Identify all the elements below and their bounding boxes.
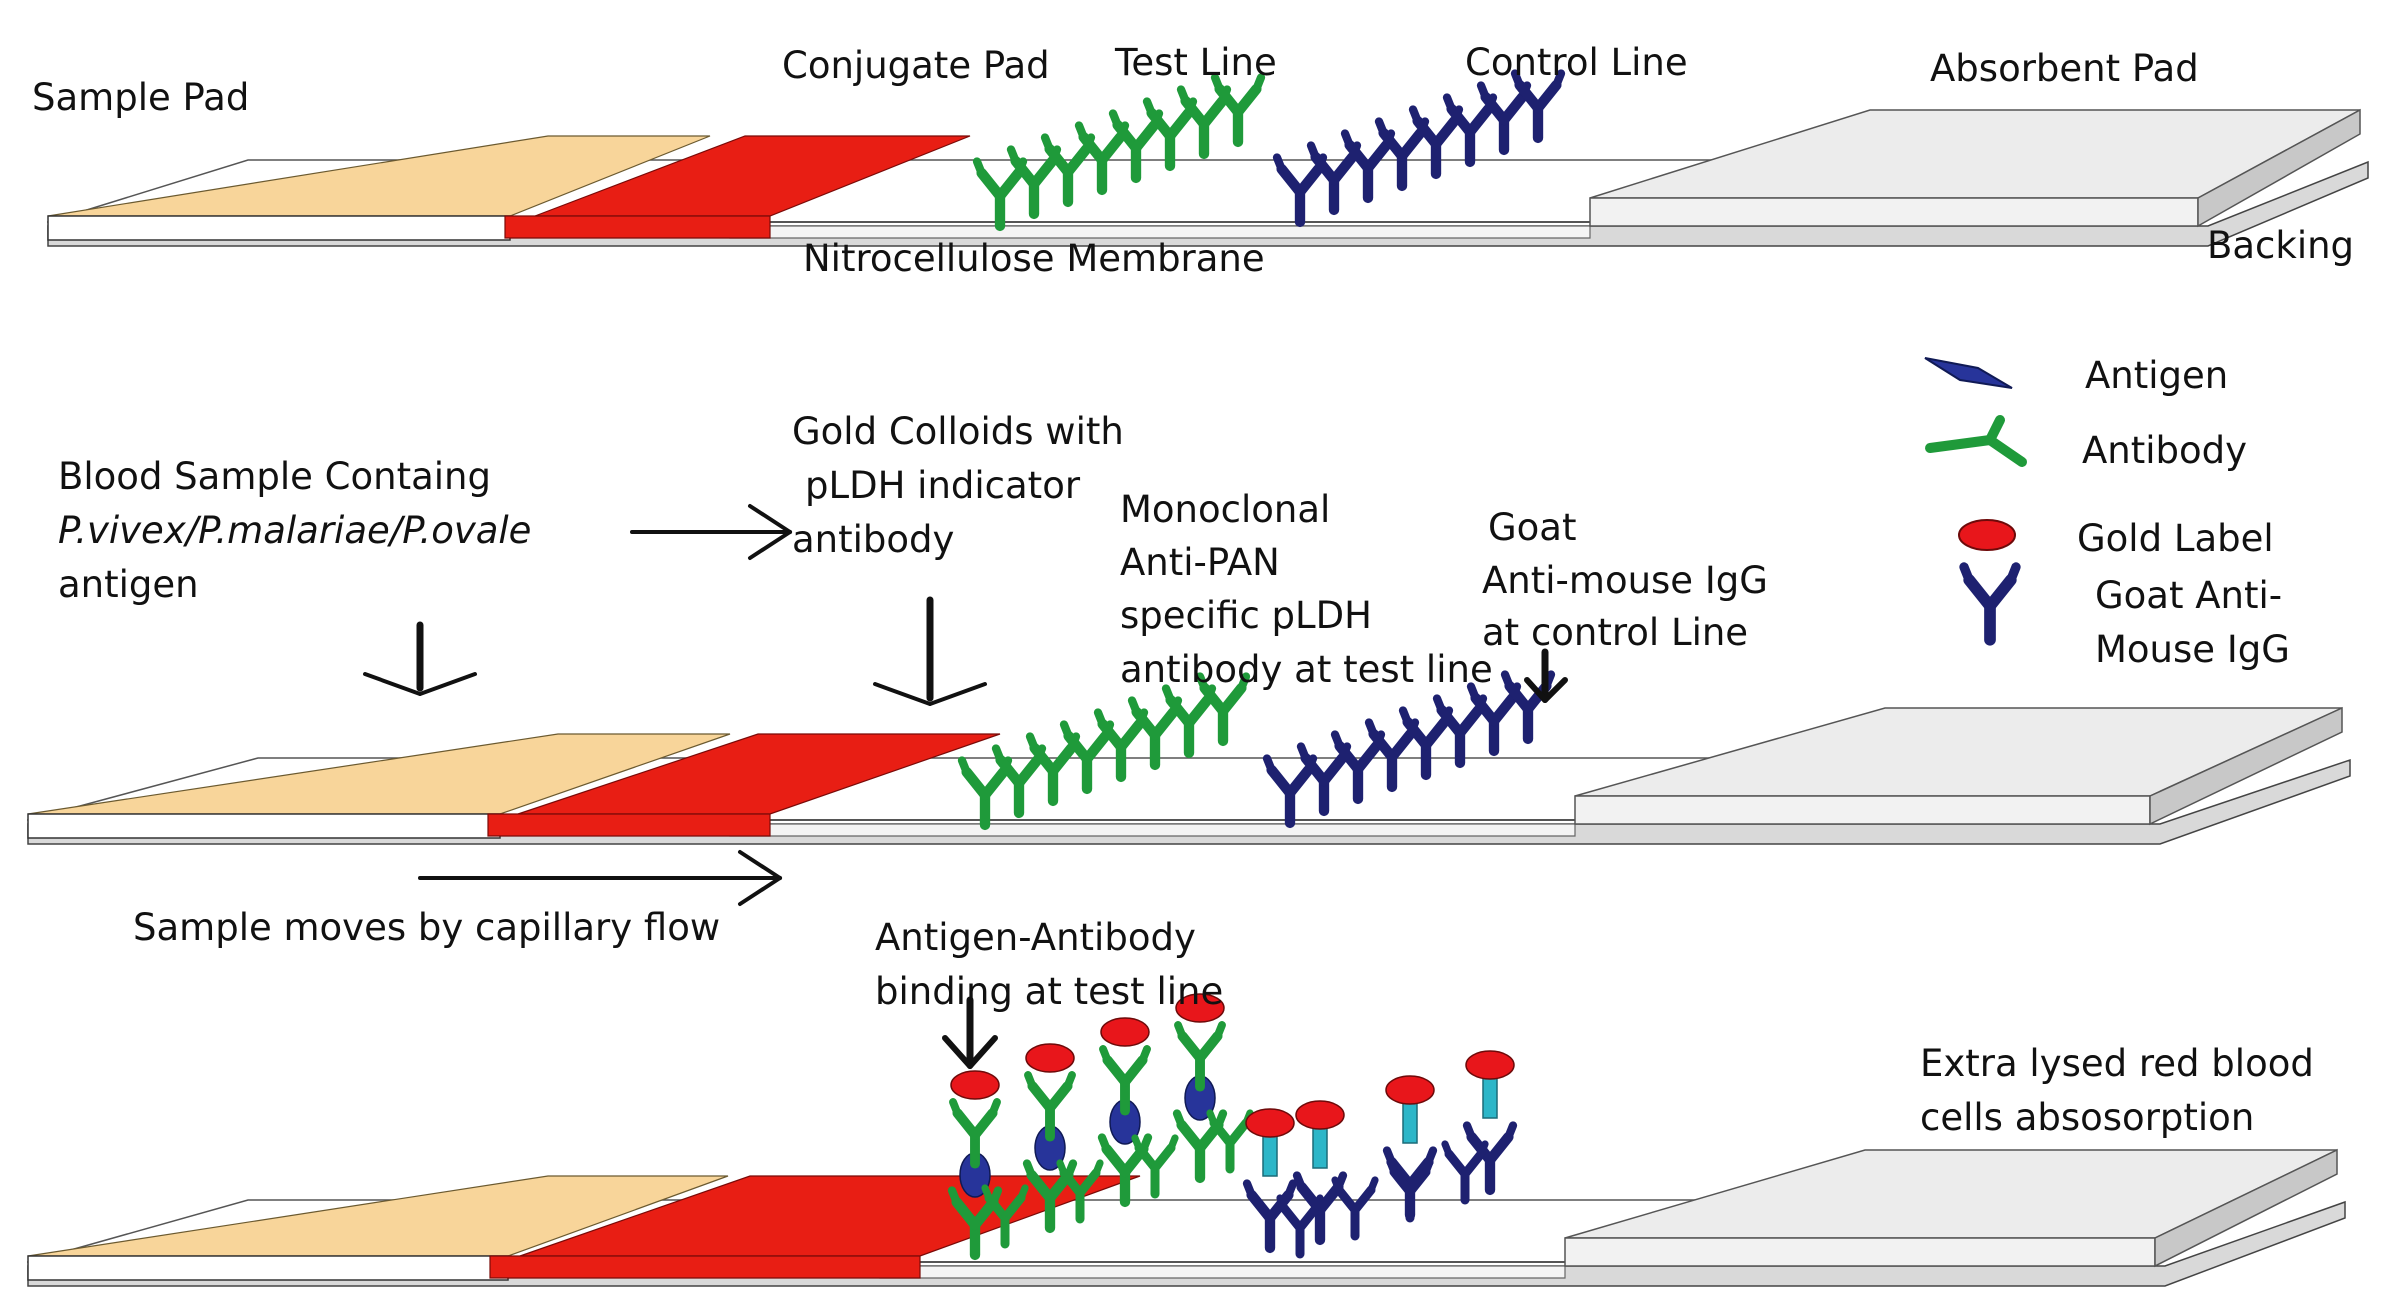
linker-2	[1312, 1127, 1328, 1169]
legend-gold-label: Gold Label	[2077, 517, 2274, 560]
legend-antigen-icon	[1924, 357, 2013, 389]
test-gold-label-4	[1175, 993, 1225, 1023]
control-line-igg-8	[1510, 69, 1566, 144]
control-gold-label-2	[1295, 1100, 1345, 1130]
legend-goat-line2: Mouse IgG	[2095, 628, 2290, 671]
panel3-extra-igg-3	[1386, 1158, 1434, 1223]
gold-antibody-label: antibody	[792, 518, 955, 561]
test-gold-label-2	[1025, 1043, 1075, 1073]
goat-label: Goat	[1488, 506, 1577, 549]
absorbent-pad-label: Absorbent Pad	[1930, 47, 2199, 90]
anti-mouse-igg-label: Anti-mouse IgG	[1482, 559, 1768, 602]
conjugate-down-arrow	[873, 596, 987, 706]
absorption-label: cells absosorption	[1920, 1096, 2255, 1139]
test-line-label: Test Line	[1115, 41, 1277, 84]
panel3-extra-igg-4	[1441, 1140, 1489, 1205]
binding-arrow-right	[967, 1035, 998, 1069]
anti-pan-label: Anti-PAN	[1120, 541, 1280, 584]
strip-3	[27, 1148, 2346, 1287]
gold-colloid-arrow	[630, 504, 792, 560]
linker-1	[1262, 1135, 1278, 1177]
test-line-antibody-6	[1142, 97, 1198, 172]
membrane-label: Nitrocellulose Membrane	[803, 237, 1265, 280]
linker-4	[1482, 1077, 1498, 1119]
binding-arrow-left	[942, 1035, 973, 1069]
sample-down-arrow	[363, 621, 477, 696]
gold-colloids-label: Gold Colloids with	[792, 410, 1124, 453]
panel3-extra-antibody-1	[981, 1184, 1029, 1249]
legend-gold-icon	[1958, 519, 2016, 551]
conjugate-pad-label: Conjugate Pad	[782, 44, 1050, 87]
panel2-test-antibody-8	[1195, 672, 1251, 747]
capillary-flow-label: Sample moves by capillary flow	[133, 906, 721, 949]
control-gold-label-4	[1465, 1050, 1515, 1080]
control-gold-label-3	[1385, 1075, 1435, 1105]
panel2-test-antibody-3	[1025, 732, 1081, 807]
blood-sample-label: Blood Sample Containg	[58, 455, 491, 498]
linker-3	[1402, 1102, 1418, 1144]
capillary-flow-arrow	[418, 850, 782, 906]
legend-goat-igg-icon	[1959, 562, 2021, 646]
legend-goat-line1: Goat Anti-	[2095, 574, 2283, 617]
legend-antigen-label: Antigen	[2085, 354, 2229, 397]
gold-antibody-3	[1099, 1045, 1151, 1116]
panel3-extra-igg-1	[1276, 1194, 1324, 1259]
legend-antibody-icon	[1925, 415, 2027, 467]
extra-lysed-label: Extra lysed red blood	[1920, 1042, 2314, 1085]
monoclonal-label: Monoclonal	[1120, 488, 1331, 531]
control-down-arrow-right	[1542, 677, 1568, 703]
strip-1	[47, 108, 2369, 247]
gold-antibody-4	[1174, 1021, 1226, 1092]
panel3-extra-igg-2	[1331, 1176, 1379, 1241]
binding-at-test-line-label: binding at test line	[875, 970, 1224, 1013]
strip-2	[27, 706, 2351, 845]
panel3-extra-antibody-4	[1206, 1109, 1254, 1174]
test-gold-label-1	[950, 1070, 1000, 1100]
test-line-antibody-8	[1210, 73, 1266, 148]
pldh-indicator-label: pLDH indicator	[805, 464, 1081, 507]
backing-label: Backing	[2207, 224, 2355, 267]
panel3-extra-antibody-3	[1131, 1134, 1179, 1199]
panel3-control-igg-1	[1242, 1179, 1298, 1254]
control-gold-label-1	[1245, 1108, 1295, 1138]
species-label: P.vivex/P.malariae/P.ovale	[58, 509, 532, 552]
antigen-antibody-label: Antigen-Antibody	[875, 916, 1196, 959]
test-line-antibody-label: antibody at test line	[1120, 648, 1493, 691]
sample-pad-label: Sample Pad	[32, 76, 250, 119]
control-down-arrow-left	[1524, 677, 1548, 703]
panel3-extra-antibody-2	[1056, 1159, 1104, 1224]
gold-antibody-2	[1024, 1071, 1076, 1142]
specific-pldh-label: specific pLDH	[1120, 594, 1372, 637]
test-gold-label-3	[1100, 1017, 1150, 1047]
control-line-label: Control Line	[1465, 41, 1688, 84]
legend-antibody-label: Antibody	[2082, 429, 2248, 472]
gold-antibody-1	[949, 1098, 1001, 1169]
control-line-igg-label: at control Line	[1482, 611, 1749, 654]
antigen-word-label: antigen	[58, 563, 199, 606]
